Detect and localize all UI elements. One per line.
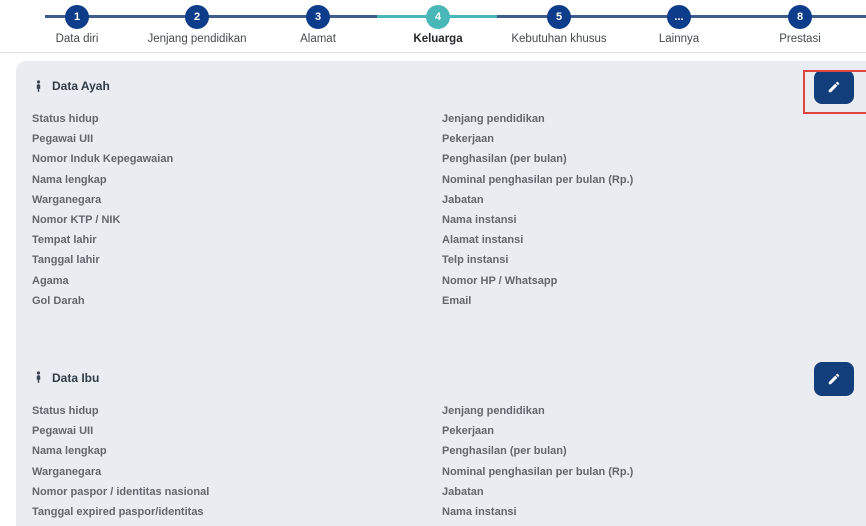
field-label: Status hidup xyxy=(32,113,99,126)
field-label: Nominal penghasilan per bulan (Rp.) xyxy=(442,465,634,478)
section-header: Data Ayah xyxy=(32,70,854,104)
step-circle: 5 xyxy=(547,5,571,29)
field-grid: Status hidup Jenjang pendidikan Pegawai … xyxy=(32,109,852,311)
step-circle: 4 xyxy=(426,5,450,29)
step-circle: 3 xyxy=(306,5,330,29)
pencil-icon xyxy=(827,80,841,94)
field-label: Penghasilan (per bulan) xyxy=(442,153,567,166)
field-label: Pegawai UII xyxy=(32,133,94,146)
step-prestasi[interactable]: 8 Prestasi xyxy=(725,5,866,45)
step-label: Prestasi xyxy=(779,33,821,45)
step-number: 2 xyxy=(193,11,201,23)
field-label: Nomor KTP / NIK xyxy=(32,214,121,227)
step-circle: 1 xyxy=(65,5,89,29)
step-number: 1 xyxy=(73,11,81,23)
field-label: Status hidup xyxy=(32,404,99,417)
field-label: Nomor Induk Kepegawaian xyxy=(32,153,174,166)
field-label: Pekerjaan xyxy=(442,425,494,438)
step-label: Jenjang pendidikan xyxy=(147,33,247,45)
step-jenjang-pendidikan[interactable]: 2 Jenjang pendidikan xyxy=(122,5,272,45)
field-label: Penghasilan (per bulan) xyxy=(442,445,567,458)
field-label: Tanggal lahir xyxy=(32,254,100,267)
field-label: Jenjang pendidikan xyxy=(442,113,545,126)
step-label: Alamat xyxy=(300,33,336,45)
step-number: 4 xyxy=(434,11,442,23)
field-label: Nama lengkap xyxy=(32,445,107,458)
field-label: Gol Darah xyxy=(32,294,85,307)
field-label: Agama xyxy=(32,274,69,287)
field-label: Nominal penghasilan per bulan (Rp.) xyxy=(442,173,634,186)
section-data-ayah: Data Ayah Status hidup Jenjang pendidika… xyxy=(32,70,854,311)
field-label: Email xyxy=(442,294,472,307)
field-label: Jabatan xyxy=(442,485,484,498)
step-keluarga[interactable]: 4 Keluarga xyxy=(363,5,513,45)
field-label: Warganegara xyxy=(32,193,102,206)
step-circle: 8 xyxy=(788,5,812,29)
step-data-diri[interactable]: 1 Data diri xyxy=(2,5,152,45)
field-label: Jenjang pendidikan xyxy=(442,404,545,417)
step-lainnya[interactable]: ... Lainnya xyxy=(604,5,754,45)
field-label: Nama instansi xyxy=(442,214,517,227)
field-label: Tempat lahir xyxy=(32,234,97,247)
pencil-icon xyxy=(827,372,841,386)
field-label: Nama instansi xyxy=(442,505,517,518)
step-number: 5 xyxy=(555,11,563,23)
step-circle: 2 xyxy=(185,5,209,29)
field-label: Alamat instansi xyxy=(442,234,524,247)
person-icon xyxy=(32,370,45,385)
step-circle: ... xyxy=(667,5,691,29)
step-label: Kebutuhan khusus xyxy=(511,33,607,45)
field-label: Jabatan xyxy=(442,193,484,206)
field-label: Pegawai UII xyxy=(32,425,94,438)
step-alamat[interactable]: 3 Alamat xyxy=(243,5,393,45)
field-label: Nama lengkap xyxy=(32,173,107,186)
family-data-card: Data Ayah Status hidup Jenjang pendidika… xyxy=(16,61,866,526)
field-label: Pekerjaan xyxy=(442,133,494,146)
person-icon xyxy=(32,79,45,94)
step-kebutuhan-khusus[interactable]: 5 Kebutuhan khusus xyxy=(484,5,634,45)
edit-data-ibu-button[interactable] xyxy=(814,361,854,396)
field-label: Nomor HP / Whatsapp xyxy=(442,274,558,287)
section-data-ibu: Data Ibu Status hidup Jenjang pendidikan… xyxy=(32,361,854,522)
step-label: Data diri xyxy=(55,33,99,45)
field-label: Tanggal expired paspor/identitas xyxy=(32,505,204,518)
edit-data-ayah-button[interactable] xyxy=(814,70,854,104)
section-title: Data Ayah xyxy=(52,79,110,93)
step-number: ... xyxy=(674,11,684,23)
field-label: Nomor paspor / identitas nasional xyxy=(32,485,210,498)
field-label: Warganegara xyxy=(32,465,102,478)
field-grid: Status hidup Jenjang pendidikan Pegawai … xyxy=(32,401,852,522)
field-label: Telp instansi xyxy=(442,254,509,267)
step-number: 3 xyxy=(314,11,322,23)
step-number: 8 xyxy=(796,11,804,23)
stepper: 1 Data diri 2 Jenjang pendidikan 3 Alama… xyxy=(0,0,866,53)
section-title: Data Ibu xyxy=(52,370,100,385)
step-label: Keluarga xyxy=(413,33,463,45)
step-label: Lainnya xyxy=(658,33,700,45)
section-header: Data Ibu xyxy=(32,361,854,396)
